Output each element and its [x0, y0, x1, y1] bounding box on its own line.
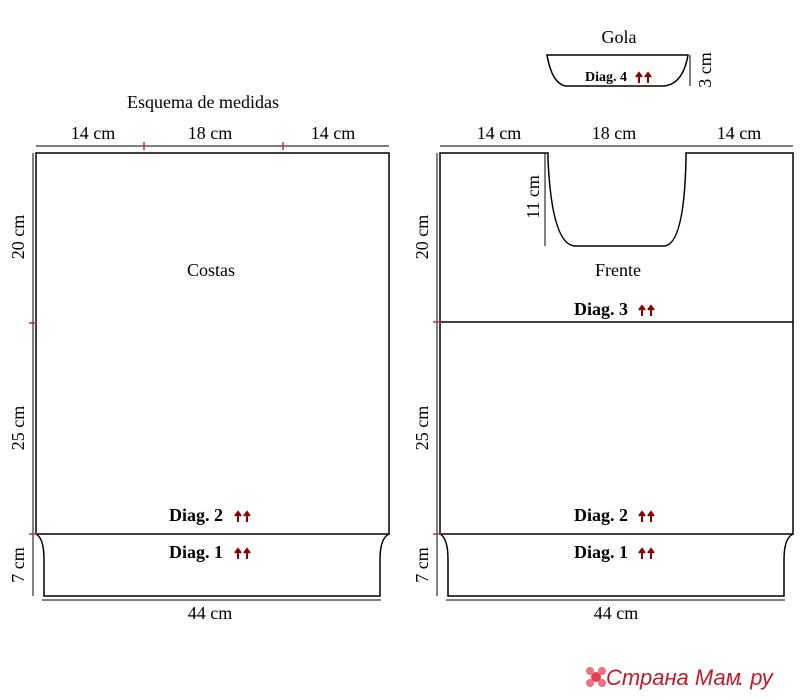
front-piece: 14 cm 18 cm 14 cm 11 cm 20 cm 25 cm 7 cm…: [412, 123, 794, 623]
front-diag-3-arrow-icon: [638, 305, 655, 317]
front-diag-3: Diag. 3: [574, 299, 628, 319]
front-body-outline: [439, 152, 794, 535]
back-top-width-2: 18 cm: [188, 123, 233, 143]
back-diag-2-arrow-icon: [234, 511, 251, 523]
flower-logo-icon: [586, 667, 606, 687]
schema-title: Esquema de medidas: [127, 92, 279, 112]
watermark-text: Страна Мам: [606, 665, 741, 690]
back-diag-1: Diag. 1: [169, 542, 223, 562]
front-height-2: 25 cm: [412, 406, 432, 451]
front-top-width-3: 14 cm: [717, 123, 762, 143]
back-height-1: 20 cm: [8, 215, 28, 260]
back-ribbing-outline: [35, 533, 390, 597]
watermark-suffix: . ру: [738, 665, 775, 690]
front-diag-1: Diag. 1: [574, 542, 628, 562]
front-diag-2-arrow-icon: [638, 511, 655, 523]
back-height-2: 25 cm: [8, 406, 28, 451]
front-piece-name: Frente: [595, 260, 641, 280]
front-bottom-width: 44 cm: [594, 603, 639, 623]
back-top-width-3: 14 cm: [311, 123, 356, 143]
front-ribbing-outline: [439, 533, 794, 597]
back-height-3: 7 cm: [8, 547, 28, 583]
collar-diag-label: Diag. 4: [585, 70, 627, 85]
back-body-outline: [35, 152, 390, 535]
front-diag-1-arrow-icon: [638, 548, 655, 560]
collar-piece: Gola 3 cm Diag. 4: [546, 27, 715, 88]
back-top-width-1: 14 cm: [71, 123, 116, 143]
front-height-3: 7 cm: [412, 547, 432, 583]
back-piece-name: Costas: [187, 260, 235, 280]
back-diag-1-arrow-icon: [234, 548, 251, 560]
collar-height-label: 3 cm: [695, 52, 715, 88]
back-piece: 14 cm 18 cm 14 cm 20 cm 25 cm 7 cm Costa…: [8, 123, 390, 623]
collar-arrow-icon: [635, 72, 652, 84]
collar-shape: [546, 54, 689, 87]
watermark: Страна Мам . ру: [586, 665, 775, 690]
back-bottom-width: 44 cm: [188, 603, 233, 623]
front-top-width-1: 14 cm: [477, 123, 522, 143]
front-top-width-2: 18 cm: [592, 123, 637, 143]
front-diag-2: Diag. 2: [574, 505, 628, 525]
front-height-1: 20 cm: [412, 215, 432, 260]
front-neck-depth-label: 11 cm: [523, 175, 543, 219]
back-diag-2: Diag. 2: [169, 505, 223, 525]
collar-label: Gola: [602, 27, 637, 47]
